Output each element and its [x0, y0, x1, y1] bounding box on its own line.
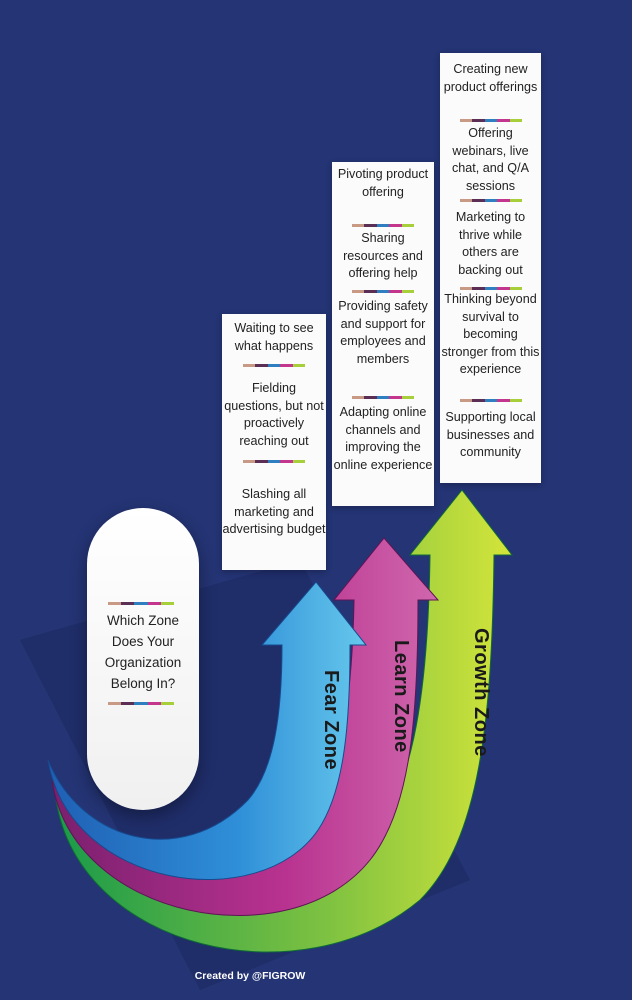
divider-swatch [292, 364, 306, 367]
divider-swatch [352, 396, 365, 399]
card-divider [352, 290, 415, 293]
divider-swatch [389, 224, 402, 227]
divider-swatch [497, 119, 510, 122]
divider-swatch [472, 199, 485, 202]
fear-arrow [47, 581, 368, 881]
divider-swatch [401, 396, 415, 399]
divider-swatch [108, 602, 122, 605]
card-divider [460, 199, 523, 202]
card-item: Thinking beyond survival to becoming str… [441, 292, 540, 377]
card-item: Fielding questions, but not proactively … [224, 381, 324, 448]
question-divider-top [108, 602, 175, 605]
card-item: Sharing resources and offering help [343, 231, 423, 281]
card-divider [243, 364, 306, 367]
card-divider [460, 287, 523, 290]
card-divider [352, 224, 415, 227]
card-divider [243, 460, 306, 463]
divider-swatch [484, 287, 498, 290]
card-divider [460, 399, 523, 402]
divider-swatch [134, 702, 148, 705]
learn-zone-card: Pivoting product offering Sharing resour… [332, 162, 434, 506]
divider-swatch [509, 399, 523, 402]
divider-swatch [121, 702, 135, 705]
divider-swatch [255, 364, 268, 367]
divider-swatch [376, 224, 390, 227]
divider-swatch [134, 602, 148, 605]
card-item: Creating new product offerings [443, 62, 538, 94]
divider-swatch [280, 364, 293, 367]
divider-swatch [460, 199, 473, 202]
divider-swatch [497, 287, 510, 290]
divider-swatch [160, 602, 175, 605]
card-item: Supporting local businesses and communit… [445, 410, 536, 460]
card-item: Offering webinars, live chat, and Q/A se… [451, 126, 529, 193]
question-text: Which Zone Does Your Organization Belong… [104, 613, 182, 691]
growth-zone-card: Creating new product offerings Offering … [440, 53, 541, 483]
divider-swatch [267, 460, 281, 463]
card-divider [352, 396, 415, 399]
divider-swatch [364, 290, 377, 293]
divider-swatch [460, 399, 473, 402]
divider-swatch [376, 290, 390, 293]
divider-swatch [472, 119, 485, 122]
divider-swatch [160, 702, 175, 705]
divider-swatch [484, 199, 498, 202]
credit-text: Created by @FIGROW [194, 970, 306, 982]
divider-swatch [243, 364, 256, 367]
divider-swatch [364, 224, 377, 227]
divider-swatch [352, 290, 365, 293]
divider-swatch [147, 702, 161, 705]
divider-swatch [389, 396, 402, 399]
divider-swatch [401, 224, 415, 227]
fear-zone-card: Waiting to see what happens Fielding que… [222, 314, 326, 570]
divider-swatch [376, 396, 390, 399]
divider-swatch [364, 396, 377, 399]
divider-swatch [509, 119, 523, 122]
divider-swatch [121, 602, 135, 605]
divider-swatch [497, 399, 510, 402]
fear-zone-label: Fear Zone [320, 670, 342, 771]
question-divider-bottom [108, 702, 175, 705]
divider-swatch [472, 399, 485, 402]
divider-swatch [509, 287, 523, 290]
divider-swatch [292, 460, 306, 463]
card-item: Pivoting product offering [337, 167, 429, 199]
divider-swatch [497, 199, 510, 202]
divider-swatch [484, 399, 498, 402]
divider-swatch [460, 119, 473, 122]
divider-swatch [108, 702, 122, 705]
divider-swatch [472, 287, 485, 290]
divider-swatch [401, 290, 415, 293]
divider-swatch [484, 119, 498, 122]
card-item: Marketing to thrive while others are bac… [455, 210, 526, 277]
divider-swatch [255, 460, 268, 463]
card-item: Slashing all marketing and advertising b… [222, 487, 326, 537]
divider-swatch [147, 602, 161, 605]
divider-swatch [267, 364, 281, 367]
divider-swatch [389, 290, 402, 293]
divider-swatch [243, 460, 256, 463]
divider-swatch [509, 199, 523, 202]
divider-swatch [460, 287, 473, 290]
divider-swatch [352, 224, 365, 227]
card-item: Waiting to see what happens [234, 321, 314, 353]
card-item: Adapting online channels and improving t… [333, 405, 433, 472]
card-item: Providing safety and support for employe… [338, 299, 428, 366]
growth-zone-label: Growth Zone [470, 628, 492, 757]
learn-zone-label: Learn Zone [390, 640, 412, 753]
divider-swatch [280, 460, 293, 463]
question-pill [87, 508, 199, 810]
card-divider [460, 119, 523, 122]
